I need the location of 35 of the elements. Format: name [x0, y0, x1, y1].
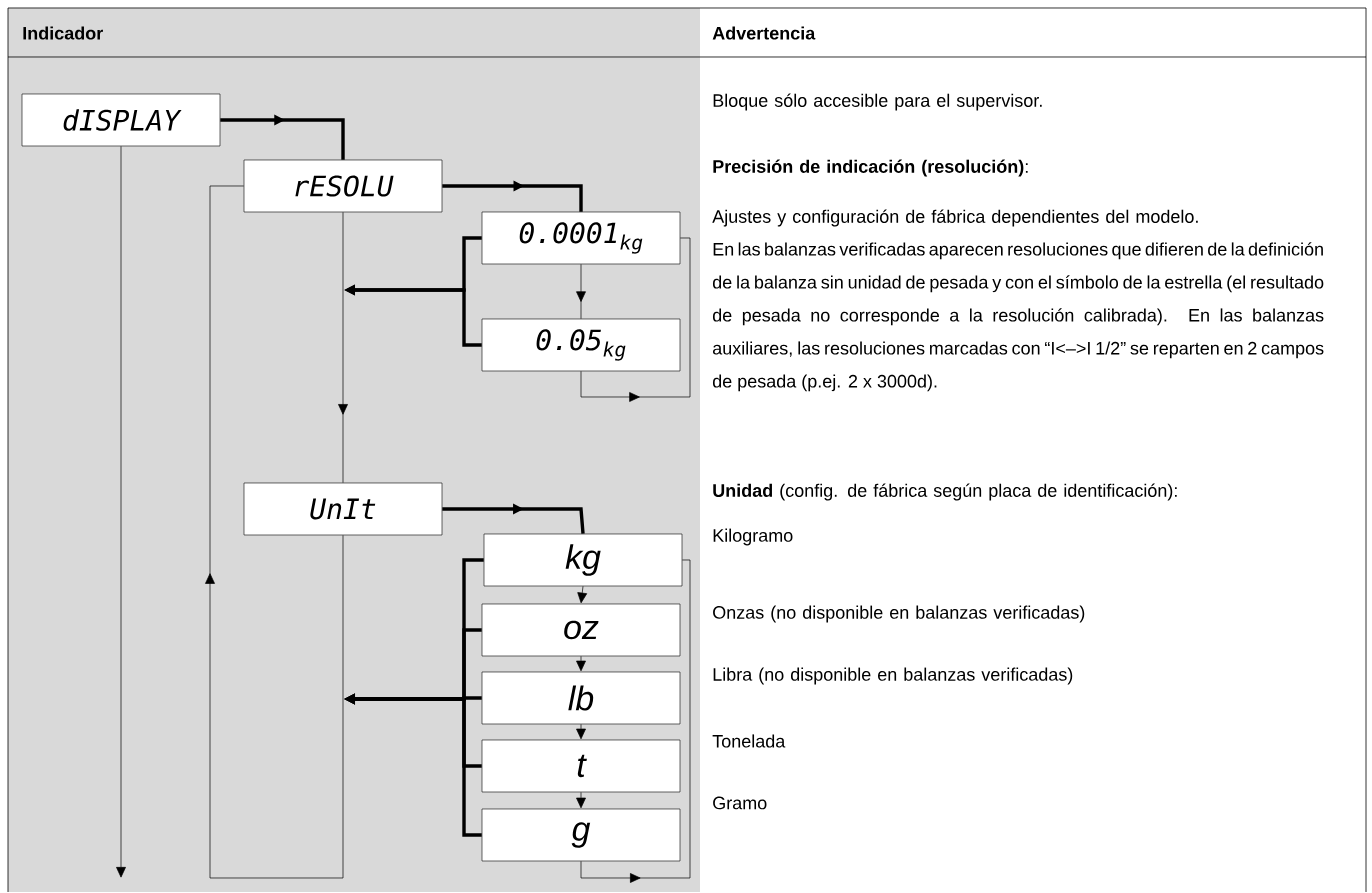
arrow [576, 263, 586, 320]
arrow [220, 114, 345, 160]
note-text: Unidad (config. de fábrica según placa de identificación): [713, 483, 1177, 501]
option-box: t [481, 739, 681, 793]
arrow [116, 145, 126, 878]
note-paragraph: En las balanzas verificadas aparecen resoluciones que difieren de la definición de la balanza sin unidad de pesada y con el símbolo de la estrella (el resultado de pesada no corresponde a la resolución calibrada). En las balanzas auxiliares, las resoluciones marcadas con “I<–>I 1/2” se reparten en 2 campos de pesada (p.ej. 2 x 3000d). [712, 242, 1324, 392]
option-box: g [481, 808, 681, 862]
note-text: Bloque sólo accesible para el supervisor. [713, 93, 1042, 111]
arrow [576, 655, 586, 672]
note-text: Precisión de indicación (resolución): [713, 159, 1028, 177]
arrow [580, 559, 691, 883]
arrow [576, 791, 586, 809]
arrow [338, 211, 348, 484]
option-box: 0.05$_{kg}$ [481, 318, 681, 372]
note-text: Kilogramo [713, 528, 793, 546]
arrow [205, 185, 344, 879]
note-text: Tonelada [712, 734, 786, 748]
option-box: lb [481, 671, 681, 725]
column-header: Indicador [23, 26, 103, 40]
menu-box: dISPLAY [21, 93, 221, 147]
menu-box: UnIt [243, 482, 443, 536]
note-text: Gramo [713, 796, 767, 810]
arrow [442, 503, 585, 534]
arrow [577, 585, 588, 604]
option-box: 0.0001$_{kg}$ [481, 211, 681, 265]
note-text: Ajustes y configuración de fábrica dependientes del modelo. [712, 209, 1198, 227]
note-text: Onzas (no disponible en balanzas verificadas) [713, 605, 1085, 623]
option-box: oz [481, 603, 681, 657]
arrow [442, 180, 583, 212]
arrow [580, 237, 691, 402]
option-box: kg [483, 533, 683, 587]
column-header: Advertencia [712, 26, 816, 40]
note-text: Libra (no disponible en balanzas verificadas) [713, 667, 1073, 685]
arrow [576, 723, 586, 740]
menu-box: rESOLU [243, 159, 443, 213]
